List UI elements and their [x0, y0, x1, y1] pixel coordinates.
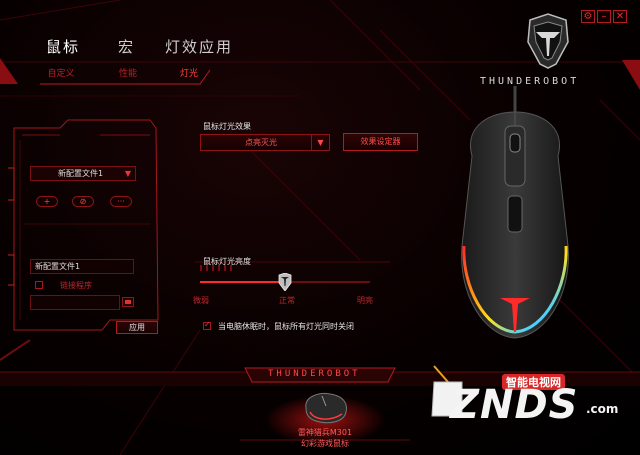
delete-icon: ⊘ [79, 197, 87, 206]
apply-button-label: 应用 [129, 323, 145, 332]
brightness-slider-fill [200, 281, 285, 283]
promo-product-line1: 雷神猎兵M301 [297, 428, 353, 437]
profile-name-value: 新配置文件1 [35, 262, 81, 271]
tab-performance[interactable]: 性能 [118, 69, 137, 79]
add-profile-button[interactable]: + [36, 196, 58, 207]
link-program-checkbox[interactable] [35, 281, 43, 289]
folder-icon [125, 300, 131, 304]
nav-lighting-apps[interactable]: 灯效应用 [165, 38, 234, 56]
tab-lighting[interactable]: 灯光 [179, 69, 198, 79]
profile-select-value: 新配置文件1 [58, 169, 104, 178]
profile-select[interactable]: 新配置文件1 ▼ [30, 166, 136, 181]
effect-settings-label: 效果设定器 [360, 137, 401, 146]
plus-icon: + [43, 197, 51, 206]
browse-folder-button[interactable] [122, 297, 134, 307]
promo-mouse-image [305, 393, 347, 424]
gear-icon: ⚙ [583, 11, 593, 22]
program-path-field[interactable] [30, 295, 120, 310]
sleep-lights-off-label: 当电脑休眠时，鼠标所有灯光同时关闭 [218, 322, 354, 331]
footer-brand-text: THUNDEROBOT [268, 369, 361, 379]
settings-button[interactable]: ⚙ [581, 10, 595, 23]
effect-select-value: 点亮灭光 [245, 138, 277, 147]
brightness-slider-thumb[interactable] [277, 273, 293, 291]
apply-button[interactable]: 应用 [116, 321, 158, 334]
nav-mouse[interactable]: 鼠标 [46, 38, 81, 56]
promo-product-line2: 幻彩游戏鼠标 [301, 439, 349, 448]
watermark-top-text: 智能电视网 [502, 374, 565, 390]
brightness-high-label: 明亮 [357, 296, 373, 305]
chevron-down-icon: ▼ [311, 135, 329, 150]
sleep-lights-off-checkbox[interactable] [203, 320, 211, 330]
brightness-label: 鼠标灯光亮度 [203, 257, 251, 266]
thunderobot-logo-icon [527, 13, 569, 69]
chevron-down-icon: ▼ [124, 169, 131, 178]
close-button[interactable]: ✕ [613, 10, 627, 23]
effect-select[interactable]: 点亮灭光 ▼ [200, 134, 330, 151]
watermark-main-text: ZNDS [450, 382, 579, 428]
more-icon: ··· [117, 197, 125, 206]
tab-custom[interactable]: 自定义 [47, 69, 75, 79]
delete-profile-button[interactable]: ⊘ [72, 196, 94, 207]
effect-settings-button[interactable]: 效果设定器 [343, 133, 418, 151]
znds-tv-logo-icon [431, 365, 463, 417]
nav-macro[interactable]: 宏 [118, 38, 136, 56]
brand-logo-text: THUNDEROBOT [480, 76, 580, 87]
profile-name-field[interactable]: 新配置文件1 [30, 259, 134, 274]
brightness-mid-label: 正常 [279, 296, 295, 305]
effect-label: 鼠标灯光效果 [203, 122, 251, 131]
watermark-suffix-text: .com [586, 402, 619, 416]
mouse-preview-image [461, 86, 569, 339]
minimize-icon: – [601, 11, 607, 22]
close-icon: ✕ [615, 11, 625, 22]
more-options-button[interactable]: ··· [110, 196, 132, 207]
brightness-low-label: 微弱 [193, 296, 209, 305]
link-program-label: 链接程序 [60, 281, 92, 290]
minimize-button[interactable]: – [597, 10, 611, 23]
